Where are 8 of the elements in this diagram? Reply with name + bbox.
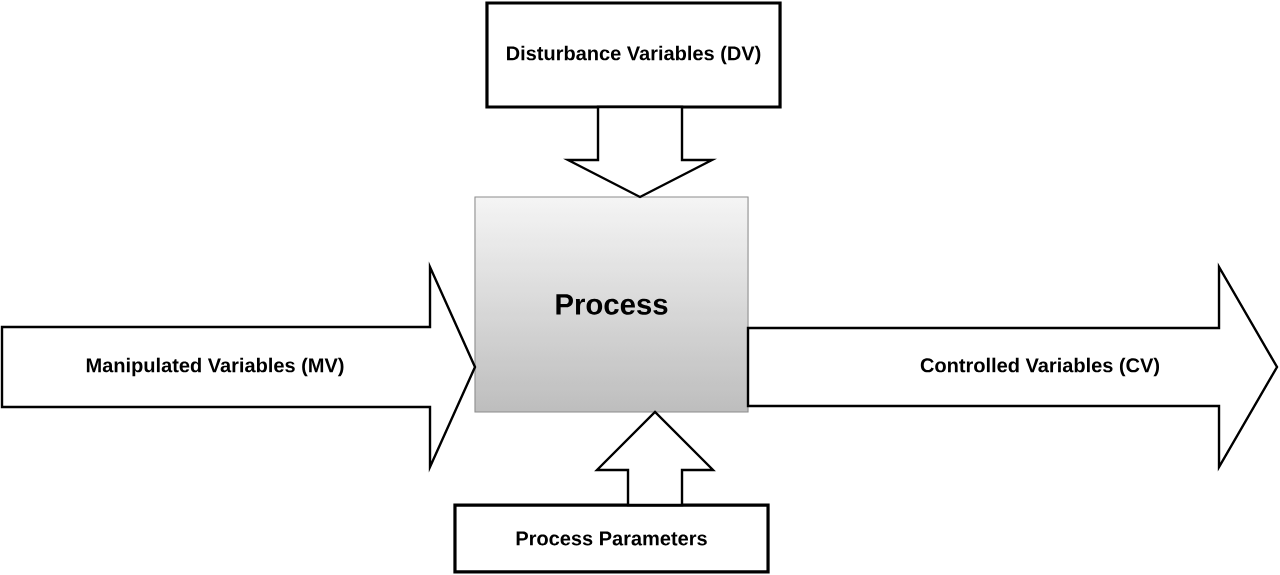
block-arrow — [594, 410, 716, 507]
input-box: Process Parameters — [453, 503, 770, 574]
arrow-label: Controlled Variables (CV) — [920, 357, 1160, 377]
arrow-label: Manipulated Variables (MV) — [86, 357, 344, 377]
block-arrow — [746, 262, 1279, 472]
process-box: Process — [474, 196, 749, 413]
input-box: Disturbance Variables (DV) — [485, 1, 782, 109]
block-arrow — [563, 105, 717, 199]
